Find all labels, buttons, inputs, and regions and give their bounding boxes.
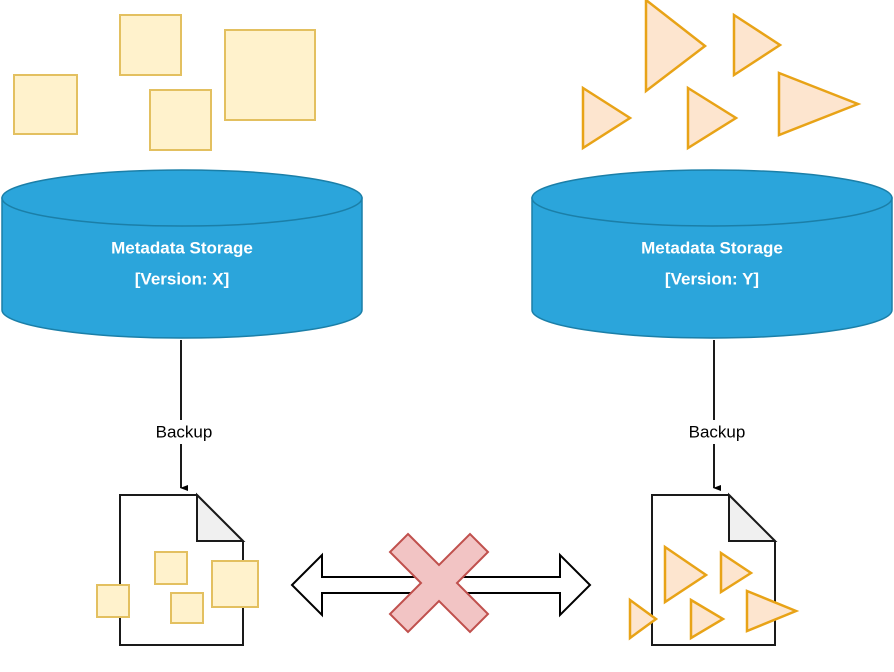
storage-title: Metadata Storage [111,238,253,257]
metadata-item-triangle [689,597,726,641]
cylinder-body [1,197,363,339]
metadata-item-square [13,74,78,135]
metadata-item-square [149,89,212,151]
metadata-item-triangle [686,85,739,151]
metadata-item-triangle [644,0,708,94]
metadata-storage-version-y[interactable]: Metadata Storage [Version: Y] [531,169,893,339]
incompatibility-indicator [290,532,592,634]
backup-document-version-x[interactable] [96,492,259,646]
storage-version: [Version: Y] [665,269,759,288]
cylinder-top [1,169,363,227]
edge-label-backdrop [676,420,758,444]
cylinder-top [531,169,893,227]
red-cross-icon [388,532,490,634]
document-fold-icon [196,492,246,542]
metadata-item-square [154,551,188,585]
left-backup-edge: Backup [143,340,225,491]
right-loose-items-group [581,0,862,151]
metadata-item-square [211,560,259,608]
backup-edge-label: Backup [156,422,213,441]
metadata-item-square [224,29,316,121]
right-backup-edge: Backup [676,340,758,491]
cylinder-body [531,197,893,339]
metadata-item-triangle [581,85,633,151]
metadata-item-triangle [777,71,862,137]
metadata-item-square [170,592,204,624]
edge-label-backdrop [143,420,225,444]
left-loose-items-group [13,14,316,151]
metadata-storage-version-x[interactable]: Metadata Storage [Version: X] [1,169,363,339]
metadata-item-triangle [719,550,754,595]
metadata-item-triangle [732,12,783,78]
storage-title: Metadata Storage [641,238,783,257]
document-fold-icon [728,492,778,542]
storage-version: [Version: X] [135,269,229,288]
metadata-item-square [119,14,182,76]
metadata-item-triangle [663,544,709,605]
backup-edge-label: Backup [689,422,746,441]
metadata-item-square [96,584,130,618]
backup-document-version-y[interactable] [628,492,800,646]
metadata-item-triangle [745,589,800,633]
metadata-item-triangle [628,597,659,641]
